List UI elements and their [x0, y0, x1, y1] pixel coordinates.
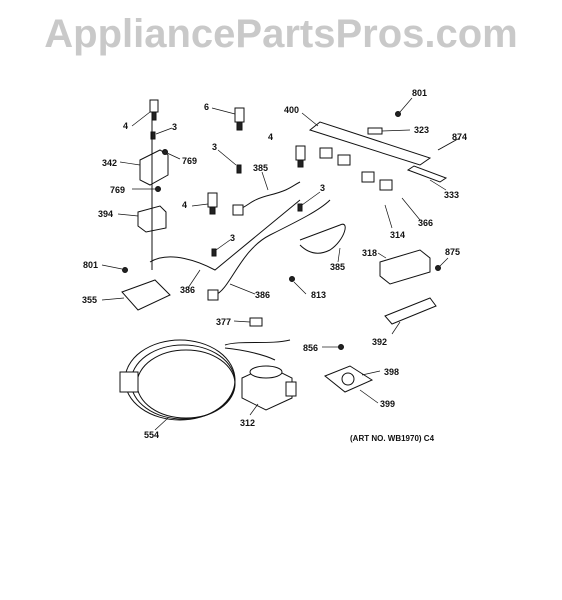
part-bracket-392[interactable] [384, 297, 437, 335]
part-clip-323[interactable] [367, 127, 411, 135]
part-regulator-312[interactable] [241, 365, 297, 416]
callout-769-b: 769 [110, 185, 125, 195]
part-connector-377[interactable] [233, 317, 263, 327]
callout-377: 377 [216, 317, 231, 327]
callout-3-lower: 3 [230, 233, 235, 243]
part-screw-769-a[interactable] [162, 149, 181, 160]
part-harness-554[interactable] [119, 339, 291, 431]
callout-400: 400 [284, 105, 299, 115]
callout-3-left: 3 [172, 122, 177, 132]
part-screw-875[interactable] [435, 257, 449, 271]
part-manifold-400[interactable] [301, 112, 448, 183]
part-screw-3-right[interactable] [297, 191, 321, 212]
callout-386-b: 386 [255, 290, 270, 300]
part-plate-355[interactable] [101, 279, 171, 311]
part-valve-a[interactable] [319, 147, 393, 191]
part-screw-3-left[interactable] [150, 127, 173, 140]
part-screw-813[interactable] [289, 276, 307, 295]
watermark-text: AppliancePartsPros.com [44, 12, 518, 56]
part-screw-3-lower[interactable] [211, 239, 231, 257]
callout-392: 392 [372, 337, 387, 347]
callout-875: 875 [445, 247, 460, 257]
callout-386-a: 386 [180, 285, 195, 295]
callout-4-left: 4 [123, 121, 128, 131]
callout-801-left: 801 [83, 260, 98, 270]
callout-813: 813 [311, 290, 326, 300]
callout-554: 554 [144, 430, 159, 440]
leader-366 [401, 197, 421, 221]
part-bracket-394[interactable] [117, 205, 167, 233]
callout-874: 874 [452, 132, 467, 142]
callout-333: 333 [444, 190, 459, 200]
callout-801-right: 801 [412, 88, 427, 98]
part-tube-386-b[interactable] [207, 199, 331, 301]
part-tube-386-a[interactable] [149, 199, 301, 289]
part-igniter-4-left[interactable] [131, 99, 159, 127]
leader-333 [429, 179, 447, 191]
part-module-318[interactable] [377, 249, 431, 285]
part-screw-801-right[interactable] [395, 97, 413, 117]
callout-314: 314 [390, 230, 405, 240]
part-screw-874[interactable] [437, 137, 461, 151]
part-plate-399[interactable] [359, 389, 379, 404]
callout-394: 394 [98, 209, 113, 219]
part-screw-3-mid[interactable] [217, 149, 242, 174]
callout-398: 398 [384, 367, 399, 377]
callout-6: 6 [204, 102, 209, 112]
callout-312: 312 [240, 418, 255, 428]
callout-355: 355 [82, 295, 97, 305]
part-igniter-4-right[interactable] [295, 145, 306, 168]
part-tube-385-lower[interactable] [299, 223, 346, 263]
art-number: (ART NO. WB1970) C4 [350, 434, 435, 443]
callout-318: 318 [362, 248, 377, 258]
part-screw-801-left[interactable] [101, 264, 128, 273]
part-screw-856[interactable] [322, 344, 344, 350]
callout-856: 856 [303, 343, 318, 353]
callout-3-right: 3 [320, 183, 325, 193]
part-bracket-342[interactable] [119, 149, 169, 186]
callout-4-mid: 4 [182, 200, 187, 210]
part-screw-769-b[interactable] [132, 186, 161, 192]
callout-3-mid: 3 [212, 142, 217, 152]
callout-342: 342 [102, 158, 117, 168]
callout-323: 323 [414, 125, 429, 135]
callout-366: 366 [418, 218, 433, 228]
callout-399: 399 [380, 399, 395, 409]
part-gasket-398[interactable] [324, 365, 381, 393]
callout-385-upper: 385 [253, 163, 268, 173]
part-tube-385-upper[interactable] [232, 171, 301, 216]
part-igniter-4-mid[interactable] [191, 192, 218, 215]
callout-769-a: 769 [182, 156, 197, 166]
callout-385-lower: 385 [330, 262, 345, 272]
callout-4-right: 4 [268, 132, 273, 142]
part-igniter-6[interactable] [211, 107, 245, 131]
leader-314 [384, 204, 393, 229]
